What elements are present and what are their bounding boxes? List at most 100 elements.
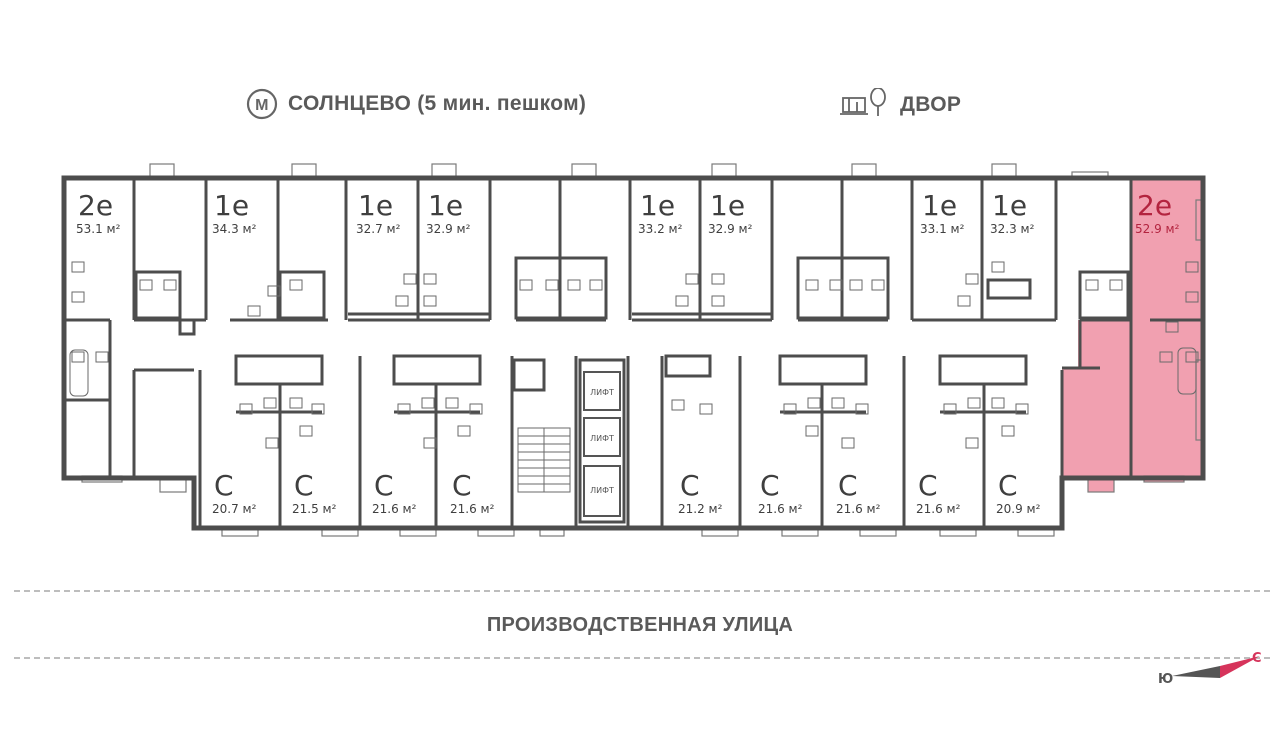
bathtub-1 bbox=[69, 349, 89, 397]
apartment-area-10: 20.7 м² bbox=[212, 502, 257, 516]
fixture-11 bbox=[423, 295, 437, 307]
apartment-type-3: 1е bbox=[358, 189, 393, 222]
fixture-61 bbox=[1165, 321, 1179, 333]
apartment-type-2: 1е bbox=[214, 189, 249, 222]
fixture-34 bbox=[311, 403, 325, 415]
fixture-50 bbox=[841, 437, 855, 449]
playground-tree-icon bbox=[840, 88, 886, 116]
compass-north-label: С bbox=[1252, 651, 1262, 666]
fixture-49 bbox=[805, 425, 819, 437]
street-label: ПРОИЗВОДСТВЕННАЯ УЛИЦА bbox=[486, 614, 794, 636]
fixture-8 bbox=[403, 273, 417, 285]
fixture-51 bbox=[943, 403, 957, 415]
metro-label-group: М СОЛНЦЕВО (5 мин. пешком) bbox=[246, 88, 586, 120]
apartment-area-16: 21.6 м² bbox=[836, 502, 881, 516]
fixture-7 bbox=[289, 279, 303, 291]
street-border-top bbox=[14, 590, 1270, 592]
apartment-area-12: 21.6 м² bbox=[372, 502, 417, 516]
fixture-26 bbox=[991, 261, 1005, 273]
compass-icon bbox=[1172, 656, 1260, 678]
apartment-area-18: 20.9 м² bbox=[996, 502, 1041, 516]
fixture-53 bbox=[991, 397, 1005, 409]
apartment-type-10: С bbox=[214, 469, 234, 502]
apartment-area-4: 32.9 м² bbox=[426, 222, 471, 236]
fixture-59 bbox=[1159, 351, 1173, 363]
fixture-14 bbox=[567, 279, 581, 291]
fixture-9 bbox=[395, 295, 409, 307]
fixture-23 bbox=[871, 279, 885, 291]
metro-station-label: СОЛНЦЕВО (5 мин. пешком) bbox=[288, 92, 587, 115]
apartment-type-14: С bbox=[680, 469, 700, 502]
metro-icon: М bbox=[246, 88, 278, 120]
apartment-area-13: 21.6 м² bbox=[450, 502, 495, 516]
fixture-42 bbox=[457, 425, 471, 437]
fixture-32 bbox=[263, 397, 277, 409]
sanitary-fixtures bbox=[69, 261, 1199, 449]
fixture-17 bbox=[675, 295, 689, 307]
apartment-type-7: 1е bbox=[922, 189, 957, 222]
fixture-30 bbox=[1185, 291, 1199, 303]
fixture-58 bbox=[95, 351, 109, 363]
apartment-type-4: 1е bbox=[428, 189, 463, 222]
apartment-type-1: 2е bbox=[78, 189, 113, 222]
fixture-27 bbox=[1085, 279, 1099, 291]
apartment-area-3: 32.7 м² bbox=[356, 222, 401, 236]
fixture-44 bbox=[699, 403, 713, 415]
apartment-area-14: 21.2 м² bbox=[678, 502, 723, 516]
stairs-icon bbox=[517, 427, 571, 493]
street-border-bottom bbox=[14, 657, 1270, 659]
fixture-29 bbox=[1185, 261, 1199, 273]
fixture-39 bbox=[445, 397, 459, 409]
fixture-43 bbox=[671, 399, 685, 411]
fixture-45 bbox=[783, 403, 797, 415]
apartment-area-15: 21.6 м² bbox=[758, 502, 803, 516]
bathtub-2 bbox=[1177, 347, 1197, 395]
apartment-type-16: С bbox=[838, 469, 858, 502]
apartment-area-2: 34.3 м² bbox=[212, 222, 257, 236]
fixture-38 bbox=[421, 397, 435, 409]
apartment-type-8: 1е bbox=[992, 189, 1027, 222]
apartment-area-1: 53.1 м² bbox=[76, 222, 121, 236]
apartment-type-11: С bbox=[294, 469, 314, 502]
apartment-area-17: 21.6 м² bbox=[916, 502, 961, 516]
fixture-48 bbox=[855, 403, 869, 415]
apartment-type-6: 1е bbox=[710, 189, 745, 222]
fixture-36 bbox=[299, 425, 313, 437]
fixture-57 bbox=[71, 351, 85, 363]
fixture-15 bbox=[589, 279, 603, 291]
compass-south-label: Ю bbox=[1158, 672, 1174, 687]
fixture-12 bbox=[519, 279, 533, 291]
fixture-28 bbox=[1109, 279, 1123, 291]
elevator-shafts: ЛИФТ ЛИФТ ЛИФТ bbox=[583, 371, 621, 517]
apartment-type-12: С bbox=[374, 469, 394, 502]
fixture-47 bbox=[831, 397, 845, 409]
lift-label-1: ЛИФТ bbox=[590, 388, 614, 397]
fixture-41 bbox=[423, 437, 437, 449]
fixture-31 bbox=[239, 403, 253, 415]
fixture-52 bbox=[967, 397, 981, 409]
apartment-area-11: 21.5 м² bbox=[292, 502, 337, 516]
fixture-24 bbox=[965, 273, 979, 285]
fixture-16 bbox=[685, 273, 699, 285]
fixture-54 bbox=[1015, 403, 1029, 415]
fixture-18 bbox=[711, 273, 725, 285]
bottom-window-marks bbox=[81, 199, 1205, 537]
lift-label-2: ЛИФТ bbox=[590, 434, 614, 443]
highlighted-apartment-fill bbox=[1062, 178, 1201, 476]
fixture-1 bbox=[71, 261, 85, 273]
apartment-area-7: 33.1 м² bbox=[920, 222, 965, 236]
yard-label-group: ДВОР bbox=[840, 88, 961, 122]
fixture-3 bbox=[139, 279, 153, 291]
fixture-10 bbox=[423, 273, 437, 285]
fixture-5 bbox=[267, 285, 281, 297]
apartment-area-8: 32.3 м² bbox=[990, 222, 1035, 236]
fixture-4 bbox=[163, 279, 177, 291]
fixture-20 bbox=[805, 279, 819, 291]
fixture-6 bbox=[247, 305, 261, 317]
apartment-type-18: С bbox=[998, 469, 1018, 502]
fixture-2 bbox=[71, 291, 85, 303]
fixture-56 bbox=[1001, 425, 1015, 437]
fixture-60 bbox=[1185, 351, 1199, 363]
